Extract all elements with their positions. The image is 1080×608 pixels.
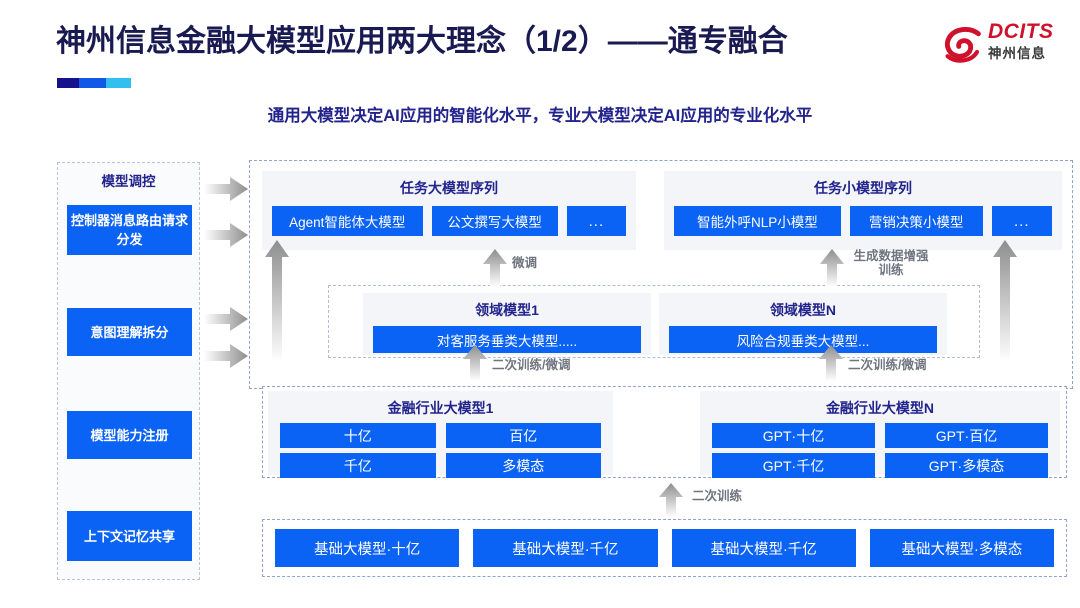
foundation-cell-multimodal[interactable]: 基础大模型·多模态 xyxy=(869,529,1054,567)
flow-arrow-right-icon xyxy=(204,223,248,247)
flow-arrow-up-icon xyxy=(659,483,683,517)
task-big-model-sequence-card: 任务大模型序列 Agent智能体大模型 公文撰写大模型 ... xyxy=(262,171,636,250)
industry-1-cell-multimodal[interactable]: 多模态 xyxy=(445,453,601,478)
logo-swirl-icon xyxy=(944,27,981,63)
flow-arrow-up-icon xyxy=(483,249,507,287)
industry-model-1-grid: 十亿 百亿 千亿 多模态 xyxy=(268,418,613,478)
flow-arrow-right-icon xyxy=(204,177,248,201)
industry-1-cell-ten-billion[interactable]: 百亿 xyxy=(445,423,601,448)
chip-outbound-nlp-model[interactable]: 智能外呼NLP小模型 xyxy=(674,206,841,236)
control-item-message-routing[interactable]: 控制器消息路由请求分发 xyxy=(67,205,192,255)
domain-model-n-title: 领域模型N xyxy=(769,302,837,318)
control-panel: 模型调控 控制器消息路由请求分发 意图理解拆分 模型能力注册 上下文记忆共享 xyxy=(57,162,200,580)
industry-model-1-title: 金融行业大模型1 xyxy=(387,400,494,416)
domain-model-n-card: 领域模型N 风险合规垂类大模型... xyxy=(659,293,947,355)
arrow-label-secondary-train: 二次训练 xyxy=(692,489,743,503)
dcits-logo: DCITS 神州信息 xyxy=(942,20,1070,72)
industry-n-cell-gpt-multimodal[interactable]: GPT·多模态 xyxy=(885,453,1048,478)
page-subtitle: 通用大模型决定AI应用的智能化水平，专业大模型决定AI应用的专业化水平 xyxy=(267,107,813,125)
rule-segment-blue xyxy=(79,78,106,88)
arrow-label-fine-tune: 微调 xyxy=(512,256,538,270)
chip-more-big[interactable]: ... xyxy=(566,206,626,236)
task-big-model-sequence-title: 任务大模型序列 xyxy=(400,180,498,196)
industry-n-cell-gpt-hundred-billion[interactable]: GPT·千亿 xyxy=(712,453,875,478)
industry-model-container: 金融行业大模型1 十亿 百亿 千亿 多模态 金融行业大模型N GPT·十亿 GP… xyxy=(262,386,1067,478)
logo-en-text: DCITS xyxy=(988,20,1054,43)
industry-model-1-card: 金融行业大模型1 十亿 百亿 千亿 多模态 xyxy=(268,391,613,478)
domain-model-n-chip[interactable]: 风险合规垂类大模型... xyxy=(669,326,937,353)
control-item-capability-registry[interactable]: 模型能力注册 xyxy=(67,411,192,459)
foundation-cell-hundred-billion-a[interactable]: 基础大模型·千亿 xyxy=(473,529,658,567)
domain-model-1-title: 领域模型1 xyxy=(475,302,539,318)
industry-n-cell-gpt-ten-billion[interactable]: GPT·百亿 xyxy=(885,423,1048,448)
foundation-model-container: 基础大模型·十亿 基础大模型·千亿 基础大模型·千亿 基础大模型·多模态 xyxy=(262,519,1067,577)
foundation-cell-hundred-billion-b[interactable]: 基础大模型·千亿 xyxy=(671,529,856,567)
industry-model-n-grid: GPT·十亿 GPT·百亿 GPT·千亿 GPT·多模态 xyxy=(700,418,1060,478)
chip-document-writing-model[interactable]: 公文撰写大模型 xyxy=(431,206,558,236)
industry-n-cell-gpt-billion[interactable]: GPT·十亿 xyxy=(712,423,875,448)
title-rule-decoration xyxy=(57,78,131,88)
chip-agent-model[interactable]: Agent智能体大模型 xyxy=(272,206,423,236)
domain-model-1-chip[interactable]: 对客服务垂类大模型..... xyxy=(373,326,641,353)
industry-1-cell-billion[interactable]: 十亿 xyxy=(280,423,436,448)
task-and-domain-container: 任务大模型序列 Agent智能体大模型 公文撰写大模型 ... 任务小模型序列 … xyxy=(249,160,1073,389)
arrow-label-data-augment: 生成数据增强训练 xyxy=(853,249,929,277)
rule-segment-cyan xyxy=(105,78,131,88)
industry-model-n-title: 金融行业大模型N xyxy=(825,400,935,416)
flow-arrow-up-icon xyxy=(463,345,487,381)
task-small-model-sequence-card: 任务小模型序列 智能外呼NLP小模型 营销决策小模型 ... xyxy=(664,171,1062,250)
flow-arrow-right-icon xyxy=(204,307,248,331)
logo-cn-text: 神州信息 xyxy=(988,46,1046,61)
task-small-model-sequence-title: 任务小模型序列 xyxy=(814,180,912,196)
arrow-label-retrain-n: 二次训练/微调 xyxy=(848,358,927,372)
foundation-model-row: 基础大模型·十亿 基础大模型·千亿 基础大模型·千亿 基础大模型·多模态 xyxy=(263,520,1066,576)
foundation-cell-billion[interactable]: 基础大模型·十亿 xyxy=(275,529,460,567)
flow-arrow-up-icon xyxy=(820,249,844,287)
control-item-context-memory[interactable]: 上下文记忆共享 xyxy=(67,511,192,561)
task-small-model-chip-row: 智能外呼NLP小模型 营销决策小模型 ... xyxy=(664,198,1062,245)
chip-marketing-decision-model[interactable]: 营销决策小模型 xyxy=(849,206,983,236)
flow-arrow-up-icon xyxy=(993,240,1017,362)
page-title: 神州信息金融大模型应用两大理念（1/2）——通专融合 xyxy=(56,25,788,58)
domain-model-band: 领域模型1 对客服务垂类大模型..... 领域模型N 风险合规垂类大模型... xyxy=(328,285,980,358)
task-big-model-chip-row: Agent智能体大模型 公文撰写大模型 ... xyxy=(262,198,636,245)
control-panel-title: 模型调控 xyxy=(101,174,156,189)
chip-more-small[interactable]: ... xyxy=(991,206,1052,236)
logo-text-block: DCITS 神州信息 xyxy=(988,21,1054,62)
flow-arrow-right-icon xyxy=(204,344,248,368)
industry-model-n-card: 金融行业大模型N GPT·十亿 GPT·百亿 GPT·千亿 GPT·多模态 xyxy=(700,391,1060,478)
flow-arrow-up-icon xyxy=(265,240,289,362)
flow-arrow-up-icon xyxy=(819,345,843,381)
arrow-label-retrain-1: 二次训练/微调 xyxy=(492,358,571,372)
industry-1-cell-hundred-billion[interactable]: 千亿 xyxy=(280,453,436,478)
control-item-intent-parsing[interactable]: 意图理解拆分 xyxy=(67,308,192,356)
rule-segment-navy xyxy=(57,78,80,88)
domain-model-1-card: 领域模型1 对客服务垂类大模型..... xyxy=(363,293,651,355)
